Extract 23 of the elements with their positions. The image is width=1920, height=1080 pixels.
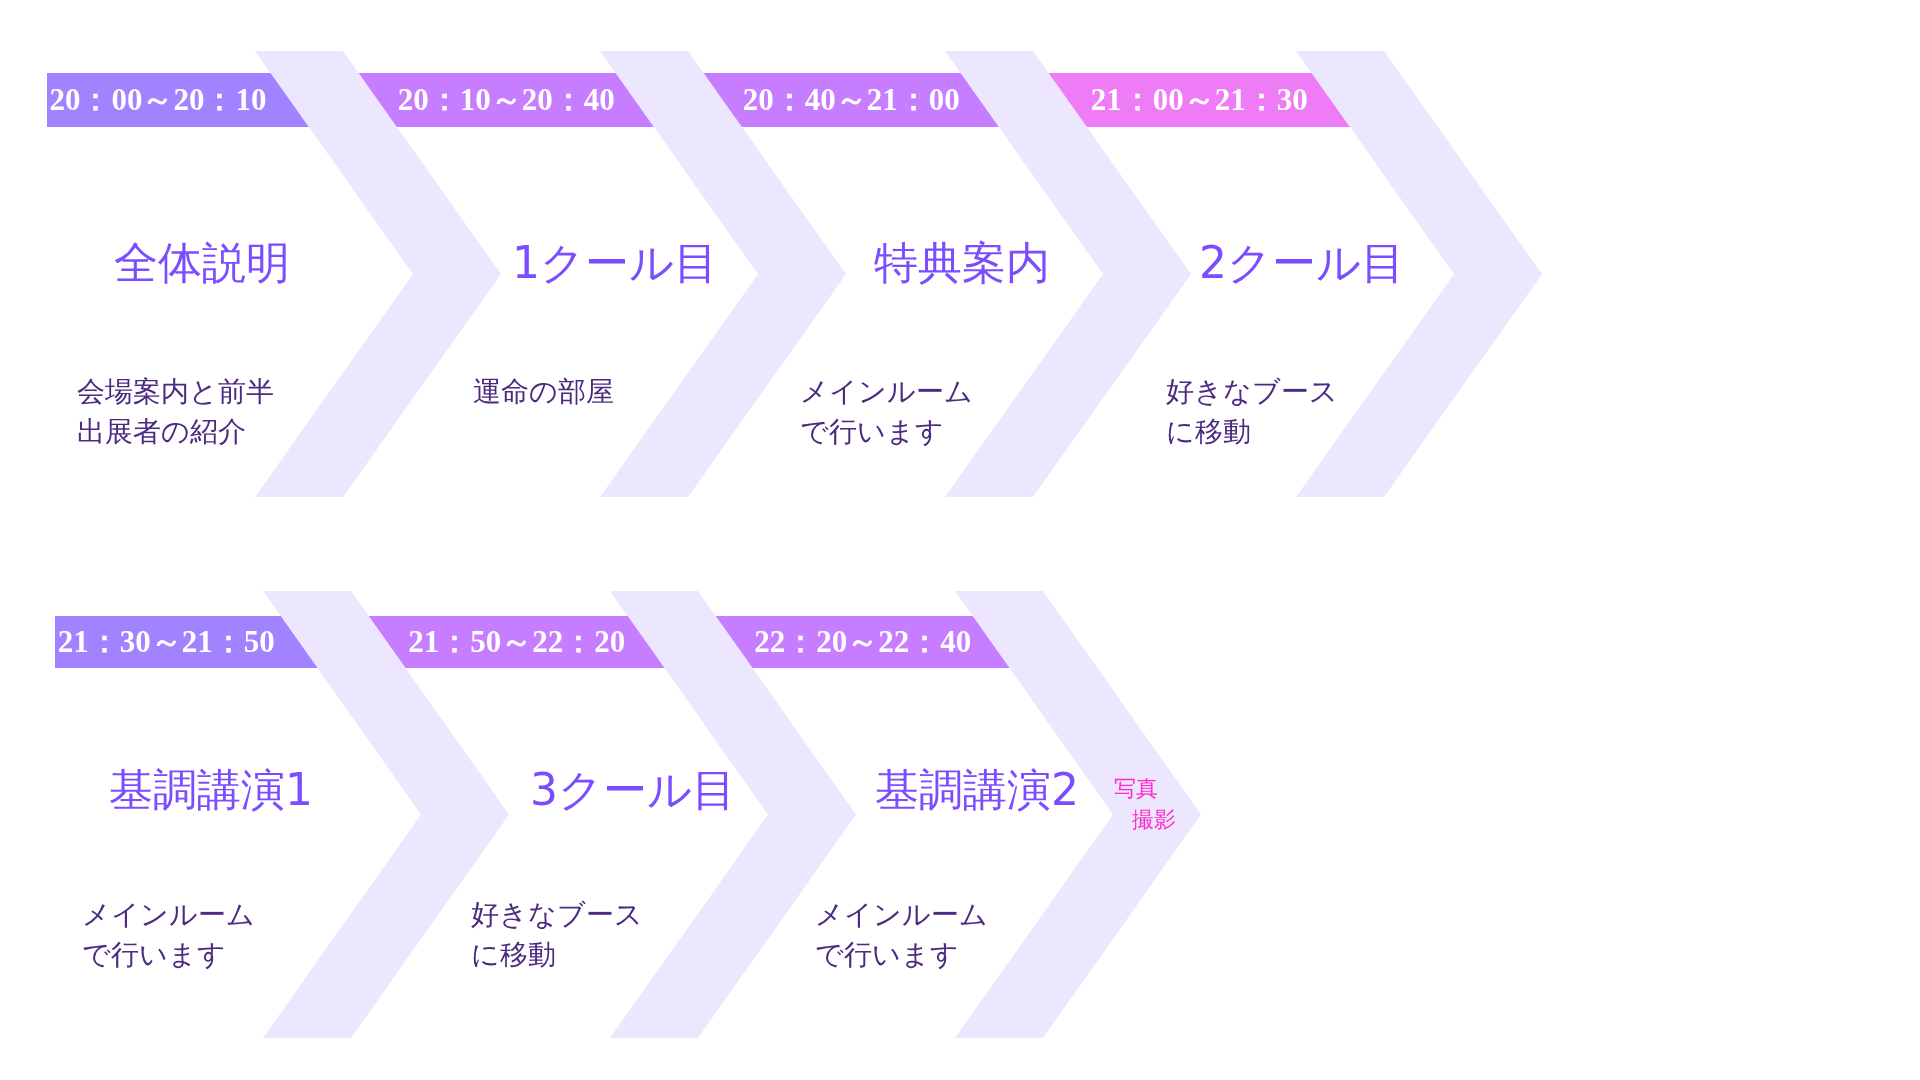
side-note: 写真 — [1114, 778, 1158, 800]
step-title: 3クール目 — [530, 768, 736, 812]
chevron-arrow — [263, 591, 509, 1038]
step-title: 全体説明 — [114, 241, 290, 285]
time-band: 21：30～21：50 — [55, 616, 318, 668]
step-description: 運命の部屋 — [473, 374, 615, 410]
step-description: 会場案内と前半出展者の紹介 — [77, 374, 275, 450]
step-description: 好きなブースに移動 — [1166, 374, 1339, 450]
step-description: メインルームで行います — [815, 897, 989, 973]
side-note: 撮影 — [1132, 809, 1176, 831]
step-description: メインルームで行います — [800, 374, 974, 450]
step-title: 基調講演1 — [109, 768, 313, 812]
step-description: メインルームで行います — [82, 897, 256, 973]
time-band: 20：00～20：10 — [47, 73, 309, 127]
chevron-arrow — [945, 51, 1191, 497]
step-title: 特典案内 — [874, 241, 1050, 285]
chevron-arrow — [610, 591, 856, 1038]
chevron-arrow — [600, 51, 846, 497]
step-description: 好きなブースに移動 — [471, 897, 644, 973]
step-title: 基調講演2 — [875, 768, 1079, 812]
chevron-arrow — [255, 51, 501, 497]
step-title: 2クール目 — [1199, 241, 1405, 285]
step-title: 1クール目 — [512, 241, 718, 285]
